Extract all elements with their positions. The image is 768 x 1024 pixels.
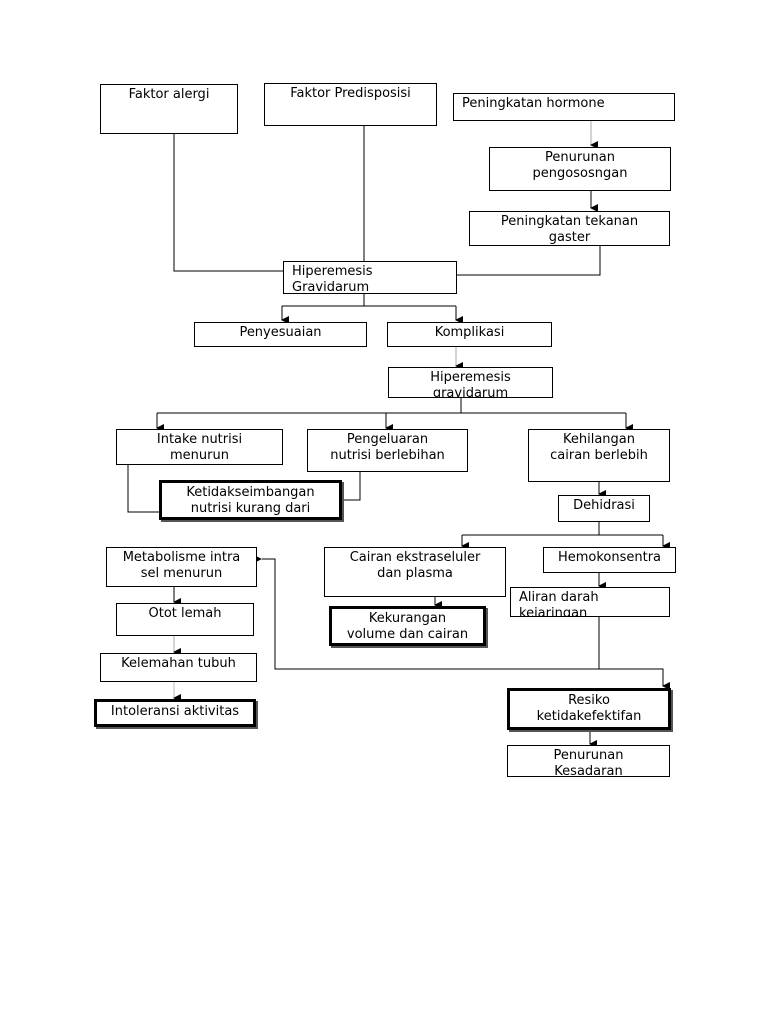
node-kelemahan-tubuh-label: Kelemahan tubuh bbox=[121, 656, 236, 671]
connector-alergi bbox=[173, 134, 285, 272]
connector-pengeluaran-bracket bbox=[342, 472, 361, 501]
node-aliran-darah: Aliran darah kejaringan bbox=[510, 587, 670, 617]
connector-intake-bracket bbox=[127, 465, 160, 513]
connector-tekanan bbox=[456, 246, 601, 276]
node-peningkatan-tekanan-label: Peningkatan tekanan gaster bbox=[500, 214, 639, 245]
node-komplikasi: Komplikasi bbox=[387, 322, 552, 347]
node-hiperemesis-gravidarum-2: Hiperemesis gravidarum bbox=[388, 367, 553, 398]
node-faktor-alergi: Faktor alergi bbox=[100, 84, 238, 134]
node-otot-lemah: Otot lemah bbox=[116, 603, 254, 636]
node-hiperemesis-gravidarum-2-label: Hiperemesis gravidarum bbox=[430, 370, 511, 398]
node-kehilangan-cairan: Kehilangan cairan berlebih bbox=[528, 429, 670, 482]
node-penurunan-pengosongan-label: Penurunan pengososngan bbox=[532, 150, 628, 181]
node-cairan-ekstraseluler-label: Cairan ekstraseluler dan plasma bbox=[349, 550, 481, 581]
node-ketidakseimbangan-nutrisi: Ketidakseimbangan nutrisi kurang dari bbox=[159, 480, 342, 520]
node-otot-lemah-label: Otot lemah bbox=[148, 606, 222, 621]
node-kelemahan-tubuh: Kelemahan tubuh bbox=[100, 653, 257, 682]
node-resiko: Resiko ketidakefektifan bbox=[507, 688, 671, 730]
node-peningkatan-tekanan: Peningkatan tekanan gaster bbox=[469, 211, 670, 246]
node-dehidrasi: Dehidrasi bbox=[558, 495, 650, 522]
node-kehilangan-cairan-label: Kehilangan cairan berlebih bbox=[550, 432, 648, 463]
node-penyesuaian: Penyesuaian bbox=[194, 322, 367, 347]
node-intoleransi-aktivitas: Intoleransi aktivitas bbox=[94, 699, 256, 727]
node-resiko-label: Resiko ketidakefektifan bbox=[536, 693, 642, 724]
node-intake-nutrisi: Intake nutrisi menurun bbox=[116, 429, 283, 465]
node-ketidakseimbangan-nutrisi-label: Ketidakseimbangan nutrisi kurang dari bbox=[186, 485, 315, 516]
node-metabolisme-label: Metabolisme intra sel menurun bbox=[122, 550, 241, 581]
node-cairan-ekstraseluler: Cairan ekstraseluler dan plasma bbox=[324, 547, 506, 597]
connector-to-resiko bbox=[599, 668, 670, 690]
node-faktor-predisposisi: Faktor Predisposisi bbox=[264, 83, 437, 126]
node-penyesuaian-label: Penyesuaian bbox=[239, 325, 322, 340]
node-dehidrasi-label: Dehidrasi bbox=[573, 498, 635, 513]
node-kekurangan-volume: Kekurangan volume dan cairan bbox=[329, 606, 486, 646]
node-penurunan-kesadaran: Penurunan Kesadaran bbox=[507, 745, 670, 777]
node-peningkatan-hormone-label: Peningkatan hormone bbox=[462, 96, 605, 111]
node-peningkatan-hormone: Peningkatan hormone bbox=[453, 93, 675, 121]
node-aliran-darah-label: Aliran darah kejaringan bbox=[519, 590, 599, 617]
node-hiperemesis-gravidarum: Hiperemesis Gravidarum bbox=[283, 261, 457, 294]
node-hemokonsentra-label: Hemokonsentra bbox=[557, 550, 662, 565]
node-hiperemesis-gravidarum-label: Hiperemesis Gravidarum bbox=[292, 264, 373, 294]
node-faktor-alergi-label: Faktor alergi bbox=[128, 87, 210, 102]
node-intake-nutrisi-label: Intake nutrisi menurun bbox=[156, 432, 243, 463]
connector-aliran-loop bbox=[254, 555, 600, 670]
node-faktor-predisposisi-label: Faktor Predisposisi bbox=[290, 86, 411, 101]
node-kekurangan-volume-label: Kekurangan volume dan cairan bbox=[346, 611, 469, 642]
node-penurunan-kesadaran-label: Penurunan Kesadaran bbox=[553, 748, 624, 777]
node-metabolisme: Metabolisme intra sel menurun bbox=[106, 547, 257, 587]
node-intoleransi-aktivitas-label: Intoleransi aktivitas bbox=[110, 704, 240, 719]
node-pengeluaran-nutrisi-label: Pengeluaran nutrisi berlebihan bbox=[330, 432, 445, 463]
node-hemokonsentra: Hemokonsentra bbox=[543, 547, 676, 573]
node-pengeluaran-nutrisi: Pengeluaran nutrisi berlebihan bbox=[307, 429, 468, 472]
node-komplikasi-label: Komplikasi bbox=[434, 325, 505, 340]
node-penurunan-pengosongan: Penurunan pengososngan bbox=[489, 147, 671, 191]
